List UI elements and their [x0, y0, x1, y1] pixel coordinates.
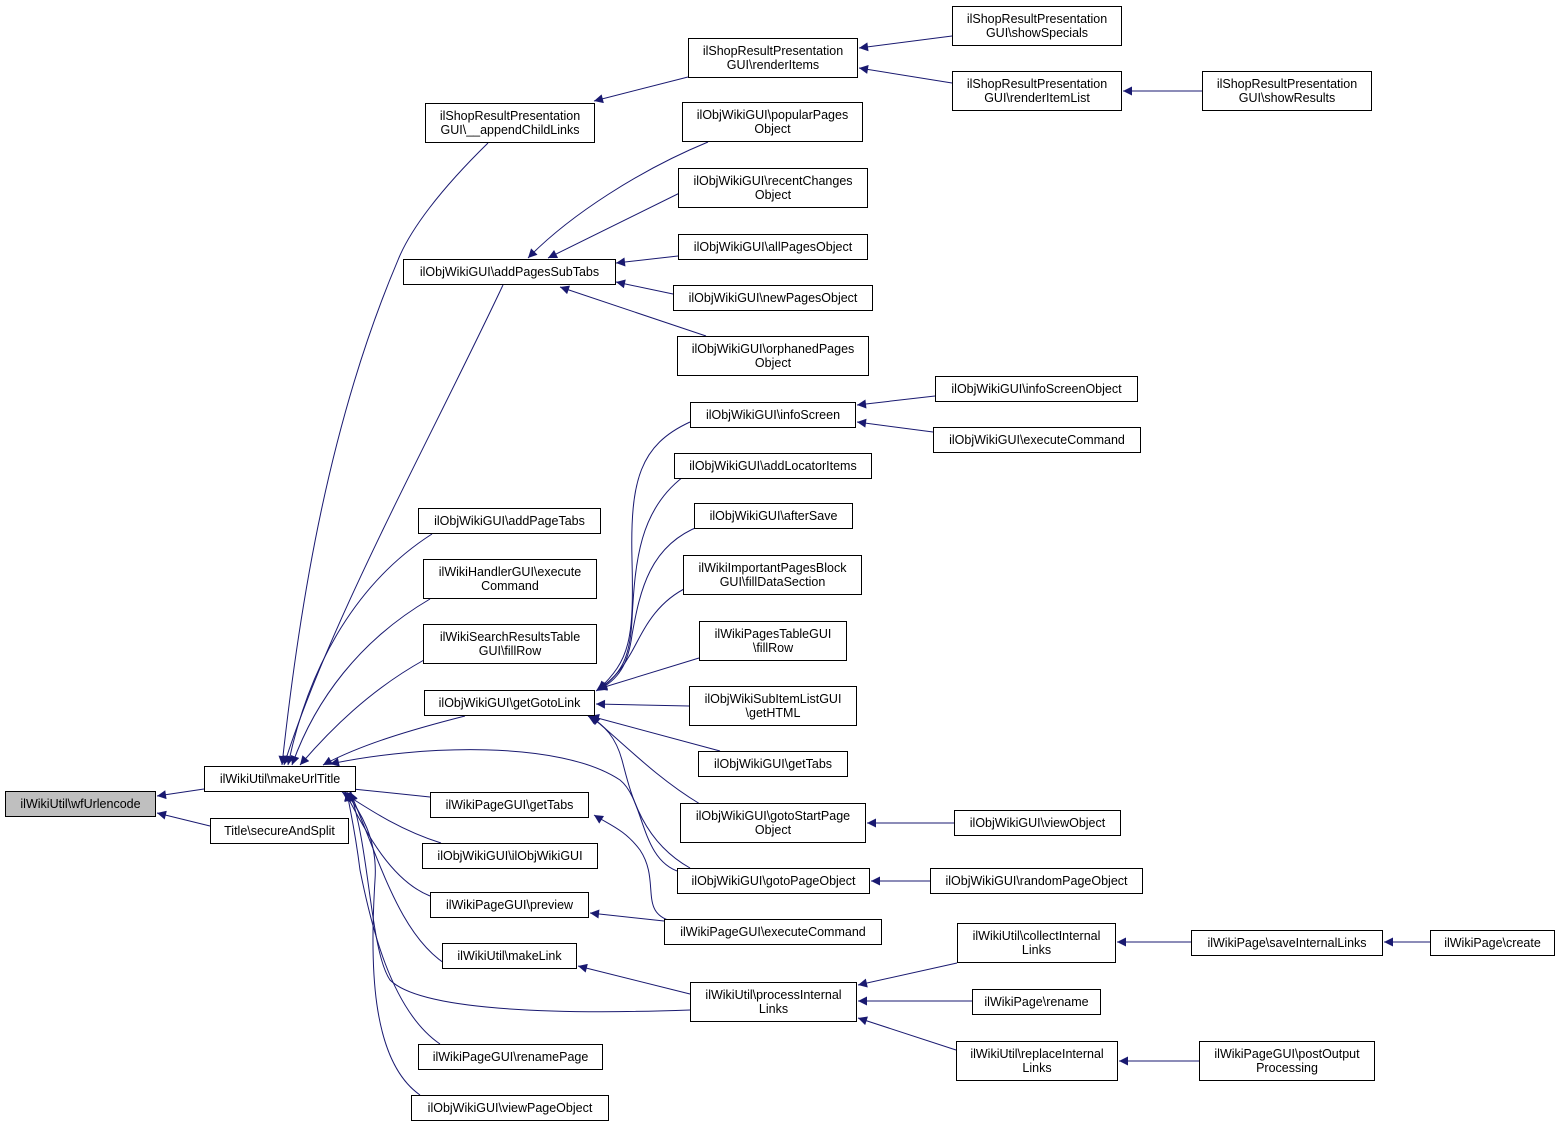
- edge-gettabs-page-to-makeurltitle: [342, 784, 431, 798]
- edge-infoscreenobject-to-infoscreen: [856, 395, 936, 409]
- edge-preview-to-makeurltitle: [344, 791, 431, 897]
- edge-gotopageobject-to-makeurltitle: [329, 749, 681, 873]
- node-infoscreenobject[interactable]: ilObjWikiGUI\infoScreenObject: [935, 376, 1138, 402]
- edge-subitemlist-to-getgotolink: [595, 699, 690, 709]
- edge-aftersave-to-getgotolink: [597, 525, 701, 691]
- node-rename[interactable]: ilWikiPage\rename: [972, 989, 1101, 1015]
- node-newpages[interactable]: ilObjWikiGUI\newPagesObject: [673, 285, 873, 311]
- edge-collectinternal-to-processinternal: [857, 962, 958, 988]
- edge-viewpageobject-to-makeurltitle: [344, 791, 421, 1096]
- edge-preview-to-executecommand-page: [589, 909, 665, 922]
- node-orphanedpages[interactable]: ilObjWikiGUI\orphanedPages Object: [677, 336, 869, 376]
- node-ilobjwikigui[interactable]: ilObjWikiGUI\ilObjWikiGUI: [422, 843, 598, 869]
- edge-orphanedpages-to-addpagessubtabs: [559, 285, 707, 337]
- edge-infoscreen-to-getgotolink: [597, 421, 691, 691]
- edge-processinternal-to-makelink: [577, 963, 691, 995]
- edge-appendchildlinks-to-makeurltitle: [278, 142, 489, 766]
- node-gotostartpage[interactable]: ilObjWikiGUI\gotoStartPage Object: [680, 803, 866, 843]
- node-viewpageobject[interactable]: ilObjWikiGUI\viewPageObject: [411, 1095, 609, 1121]
- edge-addpagessubtabs-to-makeurltitle: [282, 284, 504, 766]
- node-gettabs-wiki[interactable]: ilObjWikiGUI\getTabs: [698, 751, 848, 777]
- node-gettabs-page[interactable]: ilWikiPageGUI\getTabs: [430, 792, 589, 818]
- node-viewobject[interactable]: ilObjWikiGUI\viewObject: [954, 810, 1121, 836]
- edge-getgotolink-to-makeurltitle: [322, 715, 466, 766]
- node-showresults[interactable]: ilShopResultPresentation GUI\showResults: [1202, 71, 1372, 111]
- node-recentchanges[interactable]: ilObjWikiGUI\recentChanges Object: [678, 168, 868, 208]
- node-gotopageobject[interactable]: ilObjWikiGUI\gotoPageObject: [677, 868, 870, 894]
- node-collectinternal[interactable]: ilWikiUtil\collectInternal Links: [957, 923, 1116, 963]
- edge-addpagetabs-to-makeurltitle: [285, 533, 433, 766]
- node-executecommand-wiki[interactable]: ilObjWikiGUI\executeCommand: [933, 427, 1141, 453]
- node-create[interactable]: ilWikiPage\create: [1430, 930, 1555, 956]
- node-handlerexecute[interactable]: ilWikiHandlerGUI\execute Command: [423, 559, 597, 599]
- node-showspecials[interactable]: ilShopResultPresentation GUI\showSpecial…: [952, 6, 1122, 46]
- edge-searchresults-to-makeurltitle: [299, 659, 425, 766]
- node-wfurlencode: ilWikiUtil\wfUrlencode: [5, 791, 156, 817]
- node-executecommand-page[interactable]: ilWikiPageGUI\executeCommand: [664, 919, 882, 945]
- edge-renderitemlist-to-renderitems: [858, 64, 953, 84]
- node-subitemlist[interactable]: ilObjWikiSubItemListGUI \getHTML: [689, 686, 857, 726]
- edge-makeurltitle-to-wfurlencode: [156, 788, 205, 800]
- edges-layer: [156, 35, 1430, 1096]
- edge-gotostartpage-to-getgotolink: [590, 715, 701, 805]
- node-renderitems[interactable]: ilShopResultPresentation GUI\renderItems: [688, 38, 858, 78]
- edge-popularpages-to-addpagessubtabs: [527, 141, 709, 259]
- node-pagestable[interactable]: ilWikiPagesTableGUI \fillRow: [699, 621, 847, 661]
- edge-gettabs-wiki-to-getgotolink: [589, 713, 721, 752]
- node-saveinternal[interactable]: ilWikiPage\saveInternalLinks: [1191, 930, 1383, 956]
- edge-showspecials-to-renderitems: [858, 35, 953, 52]
- edge-importantpages-to-getgotolink: [595, 586, 689, 692]
- node-replaceinternal[interactable]: ilWikiUtil\replaceInternal Links: [956, 1041, 1118, 1081]
- edge-renamepage-to-makeurltitle: [344, 791, 441, 1045]
- edge-handlerexecute-to-makeurltitle: [290, 598, 431, 766]
- edge-makelink-to-makeurltitle: [349, 791, 453, 969]
- node-searchresults[interactable]: ilWikiSearchResultsTable GUI\fillRow: [423, 624, 597, 664]
- node-appendchildlinks[interactable]: ilShopResultPresentation GUI\__appendChi…: [425, 103, 595, 143]
- node-addpagetabs[interactable]: ilObjWikiGUI\addPageTabs: [418, 508, 601, 534]
- node-makelink[interactable]: ilWikiUtil\makeLink: [442, 943, 577, 969]
- node-randompageobject[interactable]: ilObjWikiGUI\randomPageObject: [930, 868, 1143, 894]
- node-makeurltitle[interactable]: ilWikiUtil\makeUrlTitle: [204, 766, 356, 792]
- node-getgotolink[interactable]: ilObjWikiGUI\getGotoLink: [424, 690, 595, 716]
- edge-addlocatoritems-to-getgotolink: [597, 476, 684, 691]
- node-popularpages[interactable]: ilObjWikiGUI\popularPages Object: [682, 102, 863, 142]
- edge-replaceinternal-to-processinternal: [857, 1016, 957, 1051]
- node-aftersave[interactable]: ilObjWikiGUI\afterSave: [694, 503, 853, 529]
- node-infoscreen[interactable]: ilObjWikiGUI\infoScreen: [690, 402, 856, 428]
- node-addpagessubtabs[interactable]: ilObjWikiGUI\addPagesSubTabs: [403, 259, 616, 285]
- edge-secureandsplit-to-wfurlencode: [156, 810, 211, 827]
- node-renamepage[interactable]: ilWikiPageGUI\renamePage: [418, 1044, 603, 1070]
- node-addlocatoritems[interactable]: ilObjWikiGUI\addLocatorItems: [674, 453, 872, 479]
- edge-pagestable-to-getgotolink: [597, 657, 700, 691]
- edge-gotopageobject-to-getgotolink: [587, 715, 691, 869]
- node-allpages[interactable]: ilObjWikiGUI\allPagesObject: [678, 234, 868, 260]
- edge-renderitems-to-appendchildlinks: [593, 76, 689, 104]
- node-preview[interactable]: ilWikiPageGUI\preview: [430, 892, 589, 918]
- node-processinternal[interactable]: ilWikiUtil\processInternal Links: [690, 982, 857, 1022]
- node-renderitemlist[interactable]: ilShopResultPresentation GUI\renderItemL…: [952, 71, 1122, 111]
- edge-allpages-to-addpagessubtabs: [615, 255, 679, 267]
- node-postoutput[interactable]: ilWikiPageGUI\postOutput Processing: [1199, 1041, 1375, 1081]
- node-importantpages[interactable]: ilWikiImportantPagesBlock GUI\fillDataSe…: [683, 555, 862, 595]
- edge-newpages-to-addpagessubtabs: [615, 279, 674, 295]
- node-secureandsplit[interactable]: Title\secureAndSplit: [210, 818, 349, 844]
- edge-executecommand-page-to-gettabs-page: [593, 814, 669, 921]
- edge-executecommand-wiki-to-infoscreen: [856, 418, 934, 433]
